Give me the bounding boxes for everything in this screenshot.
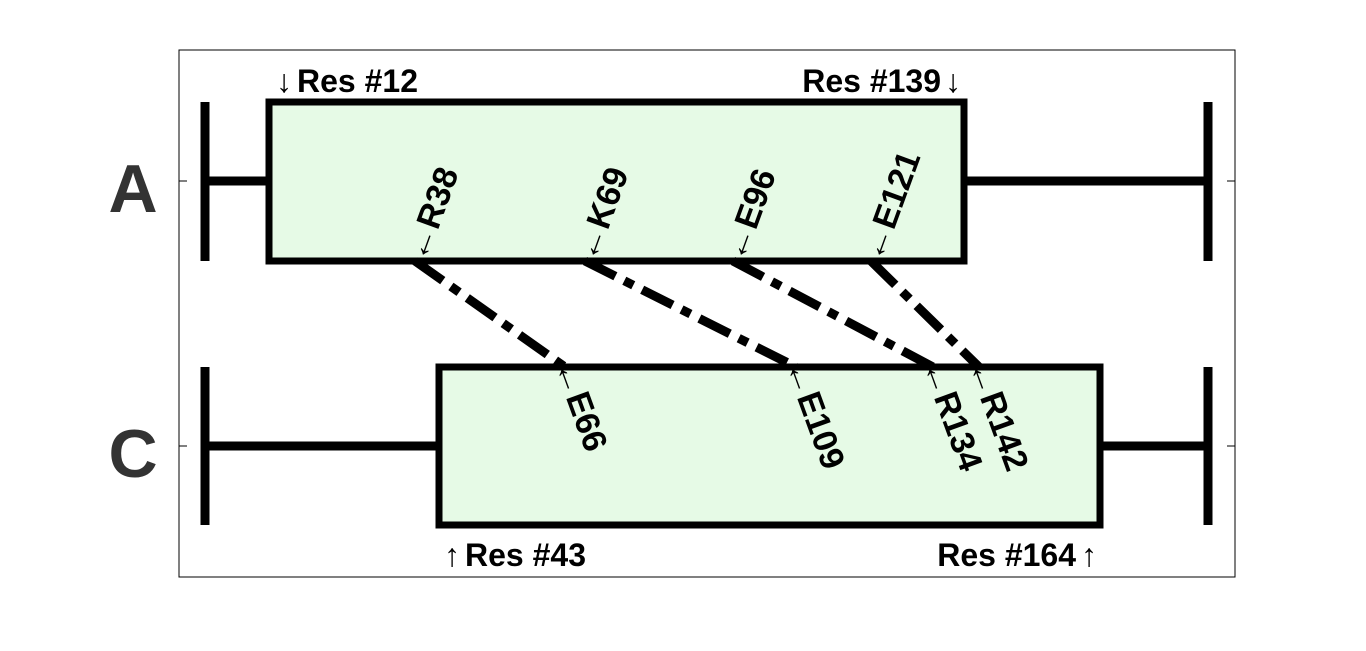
chain-a-start-label: Res #12 [297, 63, 418, 99]
chain-c-end-arrow: ↑ [1081, 537, 1097, 573]
crosslink-r38-e66 [412, 257, 568, 371]
crosslink-k69-e109 [582, 256, 799, 372]
chain-c-domain [435, 363, 1104, 529]
chain-a-label: A [108, 151, 157, 227]
chain-c-start-arrow: ↑ [444, 537, 460, 573]
chain-c-end-label: Res #164 [937, 537, 1076, 573]
chain-a-end-arrow: ↓ [945, 63, 961, 99]
chain-a-end-label: Res #139 [802, 63, 941, 99]
chain-a-start-arrow: ↓ [276, 63, 292, 99]
chain-c-label: C [108, 416, 157, 492]
crosslinks [412, 256, 983, 372]
chain-a [200, 98, 1213, 265]
chain-a-domain [265, 98, 968, 265]
crosslink-e121-r142 [867, 257, 983, 371]
crosslink-e96-r134 [730, 257, 936, 371]
chain-c-start-label: Res #43 [465, 537, 586, 573]
chain-c [200, 363, 1213, 529]
